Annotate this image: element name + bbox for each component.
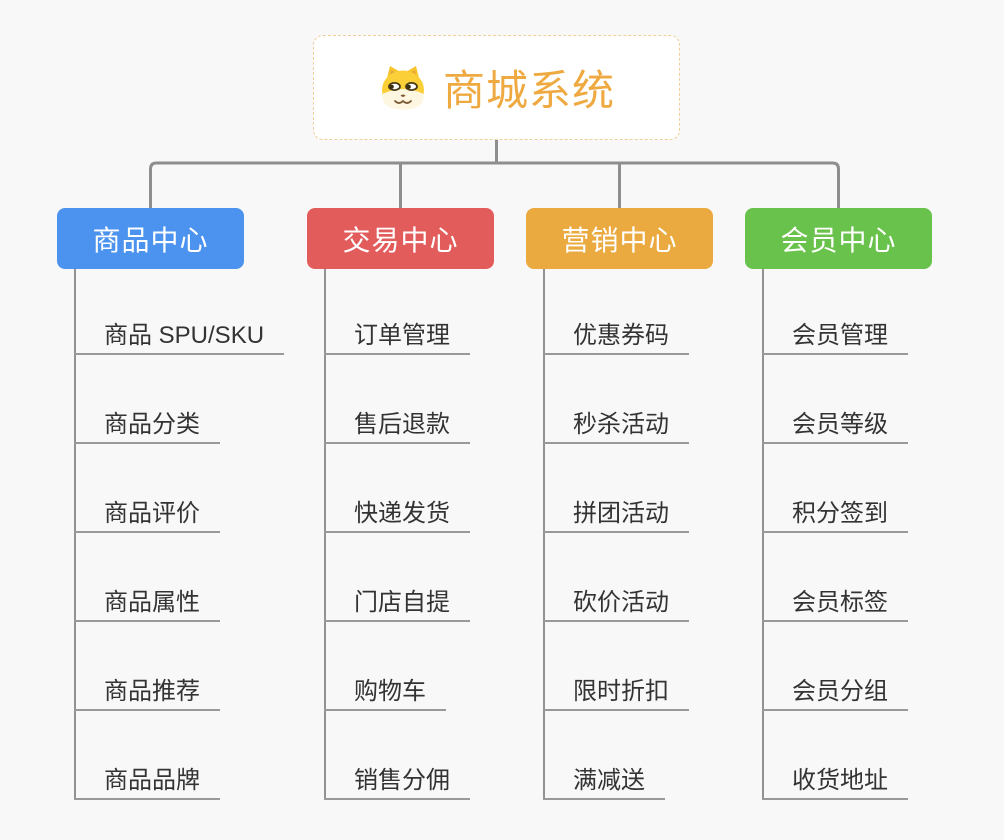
root-node[interactable]: 商城系统 — [313, 35, 680, 140]
branch-items: 商品 SPU/SKU 商品分类 商品评价 商品属性 商品推荐 商品品牌 — [74, 269, 285, 800]
branch-connector-line — [324, 269, 326, 799]
branch-box-marketing-center[interactable]: 营销中心 — [526, 208, 713, 269]
topic-item[interactable]: 优惠券码 — [543, 269, 689, 355]
topic-item[interactable]: 商品 SPU/SKU — [74, 269, 285, 355]
branch-member-center: 会员中心 会员管理 会员等级 积分签到 会员标签 会员分组 收货地址 — [745, 208, 935, 800]
branch-box-member-center[interactable]: 会员中心 — [745, 208, 932, 269]
topic-item[interactable]: 拼团活动 — [543, 444, 689, 533]
topic-item[interactable]: 商品品牌 — [74, 711, 220, 800]
branch-connector-line — [543, 269, 545, 799]
topic-item[interactable]: 售后退款 — [324, 355, 470, 444]
branch-items: 优惠券码 秒杀活动 拼团活动 砍价活动 限时折扣 满减送 — [543, 269, 689, 800]
topic-item[interactable]: 秒杀活动 — [543, 355, 689, 444]
topic-item[interactable]: 限时折扣 — [543, 622, 689, 711]
branch-label: 会员中心 — [780, 224, 897, 256]
topic-item[interactable]: 商品属性 — [74, 533, 220, 622]
branch-connector-line — [762, 269, 764, 799]
topic-item[interactable]: 会员分组 — [762, 622, 908, 711]
topic-item[interactable]: 满减送 — [543, 711, 665, 800]
topic-item[interactable]: 订单管理 — [324, 269, 470, 355]
branch-box-trade-center[interactable]: 交易中心 — [307, 208, 494, 269]
branch-items: 订单管理 售后退款 快递发货 门店自提 购物车 销售分佣 — [324, 269, 470, 800]
topic-item[interactable]: 门店自提 — [324, 533, 470, 622]
topic-item[interactable]: 商品推荐 — [74, 622, 220, 711]
topic-item[interactable]: 砍价活动 — [543, 533, 689, 622]
root-title: 商城系统 — [442, 67, 615, 114]
topic-item[interactable]: 收货地址 — [762, 711, 908, 800]
branch-box-product-center[interactable]: 商品中心 — [57, 208, 244, 269]
topic-item[interactable]: 积分签到 — [762, 444, 908, 533]
topic-item[interactable]: 会员管理 — [762, 269, 908, 355]
branch-product-center: 商品中心 商品 SPU/SKU 商品分类 商品评价 商品属性 商品推荐 商品品牌 — [57, 208, 285, 800]
branch-label: 商品中心 — [92, 224, 209, 256]
branch-trade-center: 交易中心 订单管理 售后退款 快递发货 门店自提 购物车 销售分佣 — [307, 208, 497, 800]
topic-item[interactable]: 商品评价 — [74, 444, 220, 533]
branch-label: 营销中心 — [561, 224, 678, 256]
branch-marketing-center: 营销中心 优惠券码 秒杀活动 拼团活动 砍价活动 限时折扣 满减送 — [526, 208, 716, 800]
branch-connector-line — [74, 269, 76, 799]
topic-item[interactable]: 会员标签 — [762, 533, 908, 622]
topic-item[interactable]: 购物车 — [324, 622, 446, 711]
topic-item[interactable]: 商品分类 — [74, 355, 220, 444]
topic-item[interactable]: 快递发货 — [324, 444, 470, 533]
branch-items: 会员管理 会员等级 积分签到 会员标签 会员分组 收货地址 — [762, 269, 908, 800]
branch-label: 交易中心 — [342, 224, 459, 256]
topic-item[interactable]: 销售分佣 — [324, 711, 470, 800]
dog-face-icon — [381, 65, 424, 109]
topic-item[interactable]: 会员等级 — [762, 355, 908, 444]
